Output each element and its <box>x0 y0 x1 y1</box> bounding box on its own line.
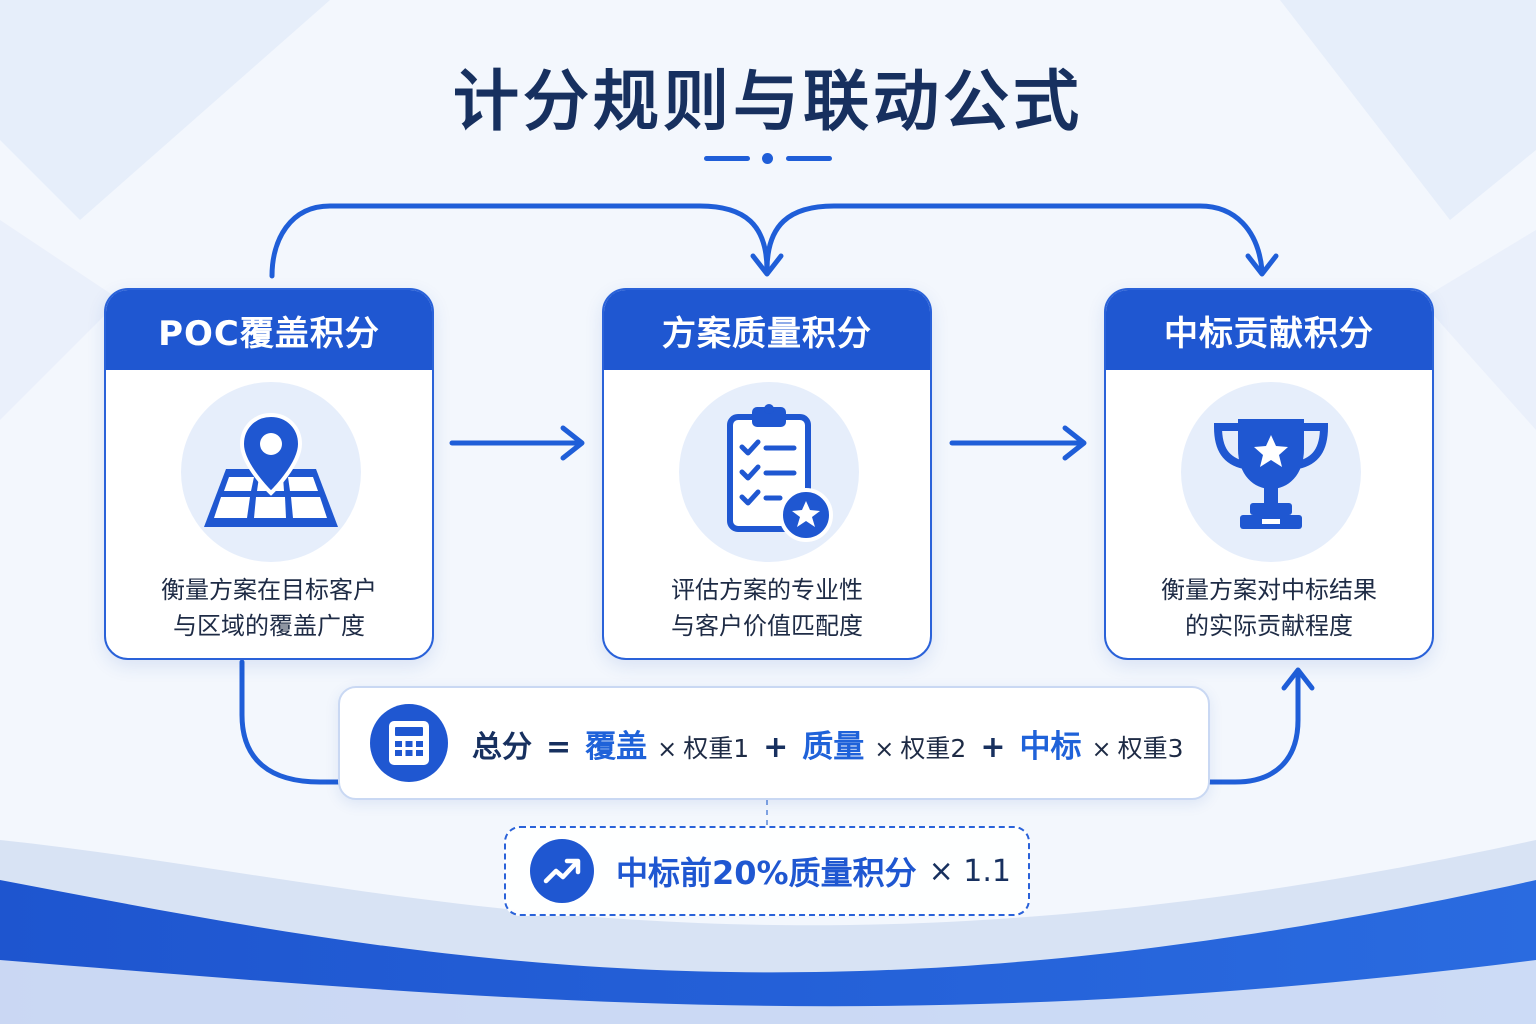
bonus-multiplier: × 1.1 <box>928 853 1011 889</box>
formula-equals: = <box>546 729 572 765</box>
map-pin-icon <box>181 382 361 562</box>
card-description: 衡量方案在目标客户 与区域的覆盖广度 <box>161 576 377 640</box>
bonus-rule-box: 中标前20%质量积分 × 1.1 <box>504 826 1030 916</box>
formula-weight: 权重2 <box>900 733 967 763</box>
formula-connector-arrows <box>239 659 1315 785</box>
formula-term-name: 质量 <box>802 728 865 765</box>
total-score-formula: 总分 = 覆盖 × 权重1 + 质量 × 权重2 + 中标 × 权重3 <box>338 686 1210 800</box>
clipboard-checklist-star-icon <box>679 382 859 562</box>
formula-times: × <box>657 734 678 763</box>
formula-weight: 权重1 <box>683 733 750 763</box>
page-title: 计分规则与联动公式 <box>453 63 1083 140</box>
card-header: 方案质量积分 <box>604 290 930 370</box>
card-poc-coverage: POC覆盖积分 衡量方案在目标客户 与区域的覆盖广度 <box>104 288 434 660</box>
formula-total-label: 总分 <box>472 729 532 765</box>
bonus-rule-text: 中标前20%质量积分 <box>616 854 917 892</box>
card-bid-contribution: 中标贡献积分 衡量方案对中标结果 的实际贡献程度 <box>1104 288 1434 660</box>
trend-up-icon <box>530 839 594 903</box>
calculator-icon <box>370 704 448 782</box>
card-header: POC覆盖积分 <box>106 290 432 370</box>
card-solution-quality: 方案质量积分 评估方案的专业性 与客户价值匹配度 <box>602 288 932 660</box>
formula-plus: + <box>980 729 1006 765</box>
trophy-star-icon <box>1181 382 1361 562</box>
formula-term-name: 覆盖 <box>585 728 648 765</box>
card-description: 评估方案的专业性 与客户价值匹配度 <box>671 576 863 640</box>
top-connector-arrows <box>269 203 1279 279</box>
formula-plus: + <box>763 729 789 765</box>
title-decoration <box>704 152 832 166</box>
card-description: 衡量方案对中标结果 的实际贡献程度 <box>1161 576 1377 640</box>
formula-times: × <box>874 734 895 763</box>
card-arrows <box>449 425 1087 461</box>
formula-weight: 权重3 <box>1117 733 1184 763</box>
card-header: 中标贡献积分 <box>1106 290 1432 370</box>
formula-expression: 总分 = 覆盖 × 权重1 + 质量 × 权重2 + 中标 × 权重3 <box>472 721 1183 766</box>
formula-term-name: 中标 <box>1019 728 1082 765</box>
formula-times: × <box>1091 734 1112 763</box>
